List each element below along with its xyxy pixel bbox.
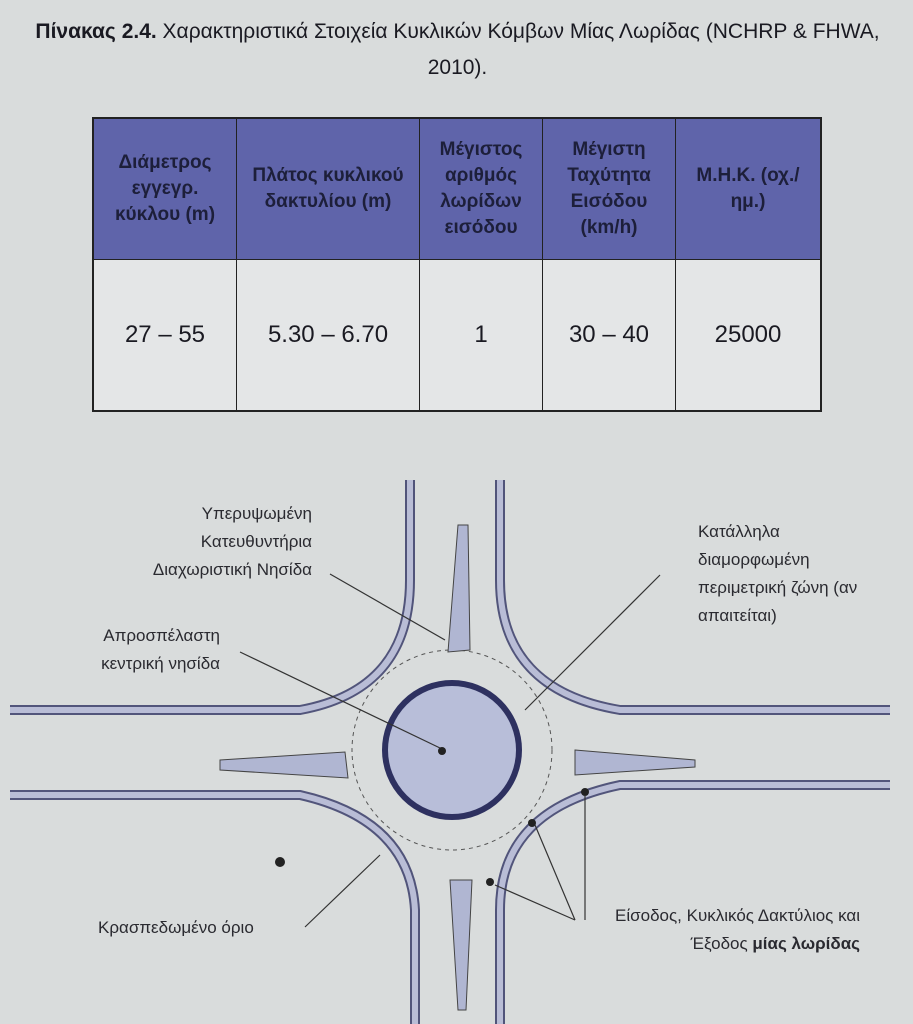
- splitter-island-south: [449, 879, 473, 1011]
- label-curb: Κρασπεδωμένο όριο: [98, 918, 254, 937]
- splitter-island-north: [447, 524, 471, 653]
- caption-text: Χαρακτηριστικά Στοιχεία Κυκλικών Κόμβων …: [156, 20, 880, 79]
- cell-diameter: 27 – 55: [92, 259, 237, 412]
- splitter-island-east: [574, 749, 696, 776]
- central-island: [382, 680, 522, 820]
- caption-number: Πίνακας 2.4.: [35, 20, 157, 43]
- label-perimeter-zone: Κατάλληλα διαμορφωμένη περιμετρική ζώνη …: [698, 522, 858, 625]
- table-row: 27 – 55 5.30 – 6.70 1 30 – 40 25000: [92, 259, 822, 412]
- header-diameter: Διάμετρος εγγεγρ. κύκλου (m): [92, 117, 237, 260]
- header-aadt: Μ.Η.Κ. (οχ./ημ.): [675, 117, 822, 260]
- label-single-lane: Είσοδος, Κυκλικός Δακτύλιος και Έξοδος μ…: [600, 902, 860, 958]
- header-speed: Μέγιστη Ταχύτητα Εισόδου (km/h): [542, 117, 676, 260]
- label-single-lane-bold: μίας λωρίδας: [752, 934, 860, 953]
- table-caption: Πίνακας 2.4. Χαρακτηριστικά Στοιχεία Κυκ…: [10, 14, 905, 86]
- roundabout-characteristics-table: Διάμετρος εγγεγρ. κύκλου (m) Πλάτος κυκλ…: [92, 117, 822, 412]
- label-splitter-island: Υπερυψωμένη Κατευθυντήρια Διαχωριστική Ν…: [152, 504, 312, 579]
- label-single-lane-text: Είσοδος, Κυκλικός Δακτύλιος και Έξοδος: [615, 906, 860, 953]
- cell-lanes: 1: [419, 259, 543, 412]
- cell-speed: 30 – 40: [542, 259, 676, 412]
- roundabout-diagram: [10, 480, 890, 1024]
- cell-aadt: 25000: [675, 259, 822, 412]
- header-width: Πλάτος κυκλικού δακτυλίου (m): [236, 117, 420, 260]
- header-lanes: Μέγιστος αριθμός λωρίδων εισόδου: [419, 117, 543, 260]
- cell-width: 5.30 – 6.70: [236, 259, 420, 412]
- label-central-island: Απροσπέλαστη κεντρική νησίδα: [101, 626, 220, 673]
- splitter-island-west: [219, 751, 349, 779]
